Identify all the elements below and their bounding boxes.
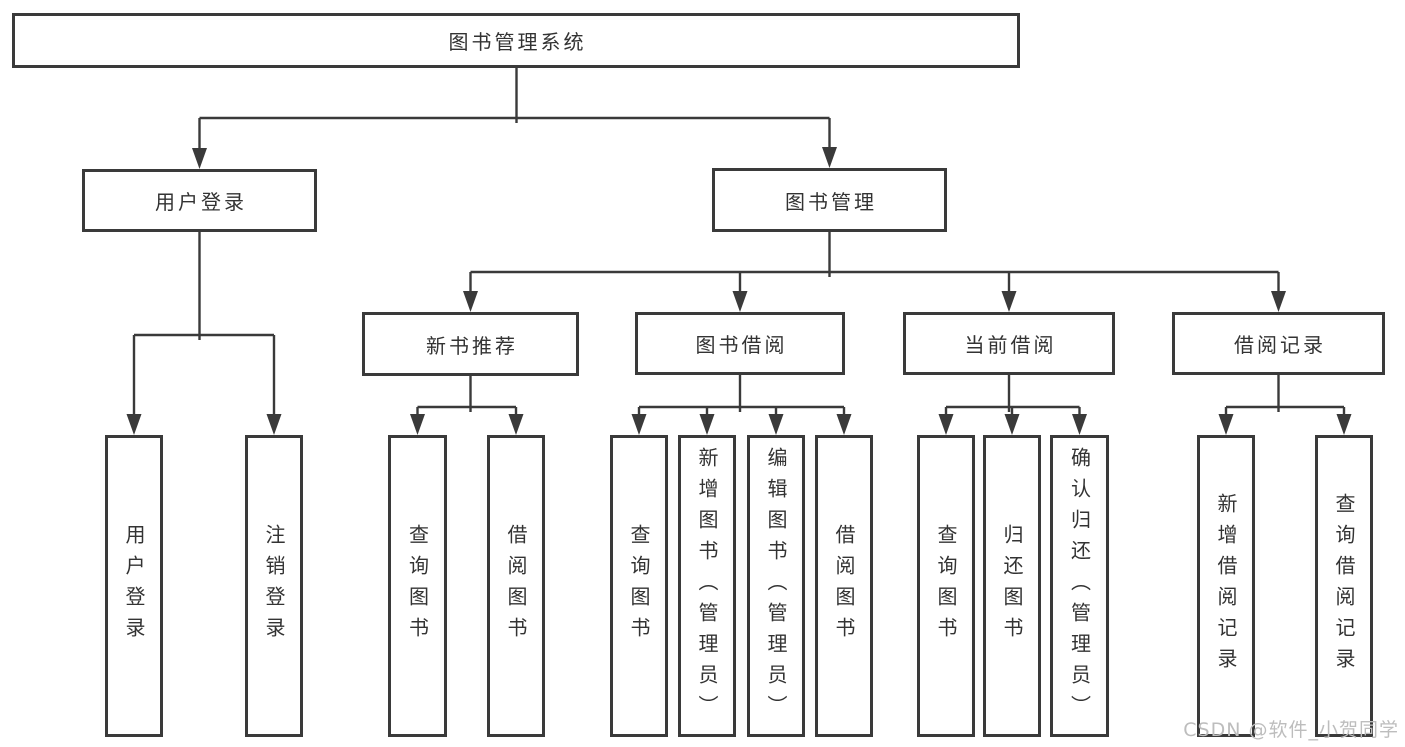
leaf-current-return-books: 归还图书 [983, 435, 1041, 737]
watermark: CSDN @软件_小贺同学 [1183, 719, 1399, 741]
node-label: 当前借阅 [964, 333, 1057, 357]
node-label: 查询图书 [405, 524, 430, 648]
node-library-management-system: 图书管理系统 [12, 13, 1020, 68]
node-book-management: 图书管理 [712, 168, 947, 232]
leaf-current-query-books: 查询图书 [917, 435, 975, 737]
node-label: 借阅图书 [832, 524, 856, 648]
node-book-borrowing: 图书借阅 [635, 312, 845, 375]
leaf-current-confirm-return-admin: 确认归还（管理员） [1050, 435, 1109, 737]
leaf-borrowing-add-books-admin: 新增图书（管理员） [678, 435, 736, 737]
node-label: 确认归还（管理员） [1067, 446, 1092, 726]
node-label: 用户登录 [155, 190, 247, 214]
node-current-borrowing: 当前借阅 [903, 312, 1115, 375]
leaf-logout: 注销登录 [245, 435, 303, 737]
node-label: 编辑图书（管理员） [764, 446, 788, 726]
node-borrow-records: 借阅记录 [1172, 312, 1385, 375]
node-label: 图书借阅 [695, 333, 788, 357]
node-label: 借阅图书 [504, 524, 528, 648]
node-label: 归还图书 [1000, 524, 1024, 648]
leaf-user-login: 用户登录 [105, 435, 163, 737]
node-new-book-recommend: 新书推荐 [362, 312, 579, 376]
leaf-recommend-query-books: 查询图书 [388, 435, 447, 737]
leaf-records-query-record: 查询借阅记录 [1315, 435, 1373, 737]
node-label: 查询借阅记录 [1332, 493, 1356, 679]
node-label: 借阅记录 [1234, 333, 1326, 357]
leaf-borrowing-borrow-books: 借阅图书 [815, 435, 873, 737]
leaf-borrowing-edit-books-admin: 编辑图书（管理员） [747, 435, 805, 737]
node-label: 图书管理系统 [448, 30, 587, 54]
node-label: 注销登录 [262, 524, 286, 648]
node-label: 新书推荐 [426, 333, 518, 358]
node-label: 查询图书 [934, 524, 958, 648]
leaf-records-add-record: 新增借阅记录 [1197, 435, 1255, 737]
node-label: 查询图书 [627, 524, 651, 648]
node-label: 图书管理 [785, 189, 877, 214]
leaf-borrowing-query-books: 查询图书 [610, 435, 668, 737]
node-label: 新增图书（管理员） [695, 446, 719, 726]
leaf-recommend-borrow-books: 借阅图书 [487, 435, 545, 737]
node-user-login: 用户登录 [82, 169, 317, 232]
node-label: 用户登录 [122, 524, 146, 648]
node-label: 新增借阅记录 [1214, 493, 1238, 679]
